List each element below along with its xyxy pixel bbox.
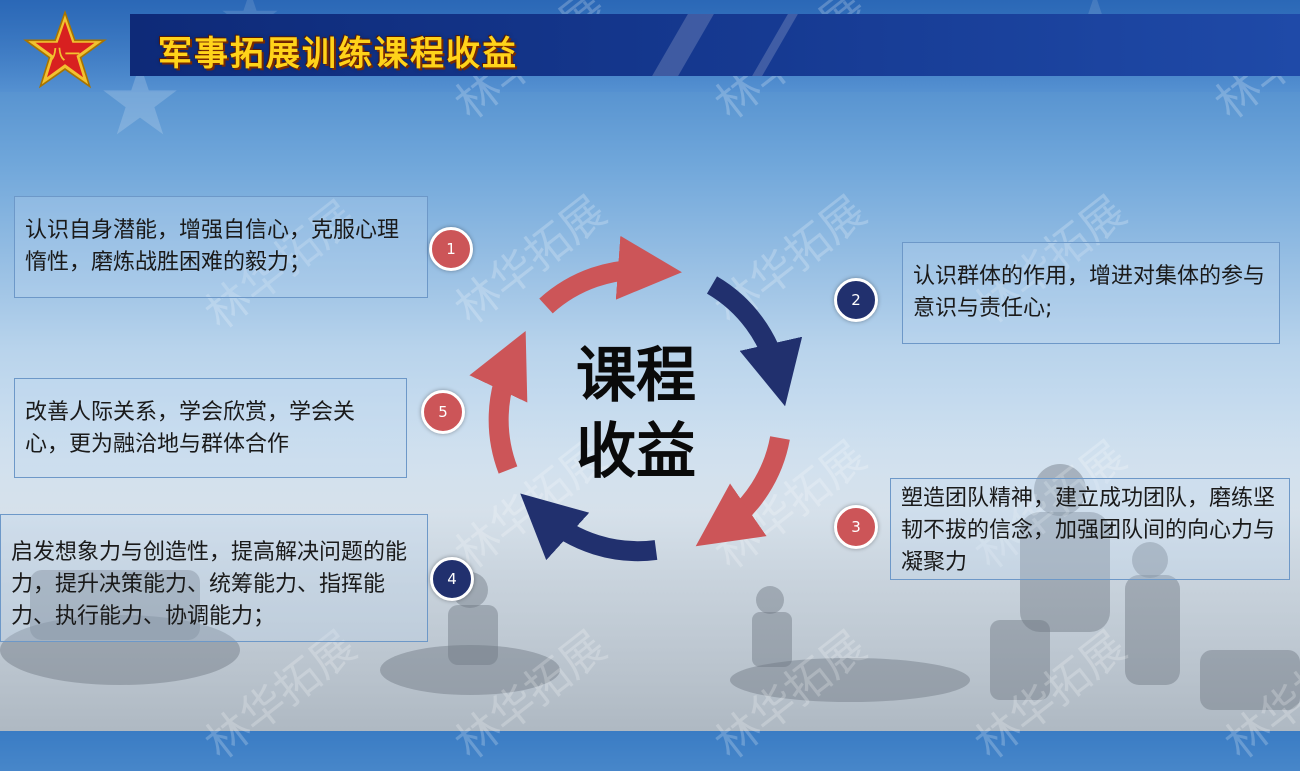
center-title: 课程 收益 [556, 338, 716, 490]
benefit-box-4: 启发想象力与创造性，提高解决问题的能力，提升决策能力、统筹能力、指挥能力、执行能… [0, 514, 428, 642]
soldiers-background-image [0, 420, 1300, 731]
benefit-number-2: 2 [834, 278, 878, 322]
army-star-emblem-icon: 八一 [23, 10, 107, 89]
cycle-arrow-4 [520, 493, 658, 562]
cycle-arrow-2 [706, 276, 803, 407]
benefit-box-1: 认识自身潜能，增强自信心，克服心理惰性，磨炼战胜困难的毅力； [14, 196, 428, 298]
benefit-number-5: 5 [421, 390, 465, 434]
background-star-icon [103, 64, 177, 135]
cycle-arrow-3 [695, 435, 790, 547]
benefit-box-5: 改善人际关系，学会欣赏，学会关心，更为融洽地与群体合作 [14, 378, 407, 478]
benefit-text-2: 认识群体的作用，增进对集体的参与意识与责任心; [913, 264, 1266, 321]
benefit-text-4: 启发想象力与创造性，提高解决问题的能力，提升决策能力、统筹能力、指挥能力、执行能… [11, 540, 408, 629]
center-title-line1: 课程 [576, 341, 696, 411]
benefit-number-3: 3 [834, 505, 878, 549]
benefit-number-4: 4 [430, 557, 474, 601]
center-title-line2: 收益 [576, 417, 696, 487]
page-title: 军事拓展训练课程收益 [158, 34, 518, 74]
cycle-arrow-5 [469, 331, 528, 474]
benefit-text-3: 塑造团队精神，建立成功团队，磨练坚韧不拔的信念，加强团队间的向心力与凝聚力 [901, 486, 1276, 575]
benefit-box-3: 塑造团队精神，建立成功团队，磨练坚韧不拔的信念，加强团队间的向心力与凝聚力 [890, 478, 1290, 580]
benefit-text-5: 改善人际关系，学会欣赏，学会关心，更为融洽地与群体合作 [25, 400, 356, 457]
benefit-number-1: 1 [429, 227, 473, 271]
title-bar [130, 14, 1300, 76]
benefit-text-1: 认识自身潜能，增强自信心，克服心理惰性，磨炼战胜困难的毅力； [25, 218, 400, 275]
cycle-arrows-diagram [469, 235, 803, 562]
emblem-label: 八一 [49, 46, 80, 63]
benefit-box-2: 认识群体的作用，增进对集体的参与意识与责任心; [902, 242, 1280, 344]
cycle-arrow-1 [539, 235, 682, 314]
